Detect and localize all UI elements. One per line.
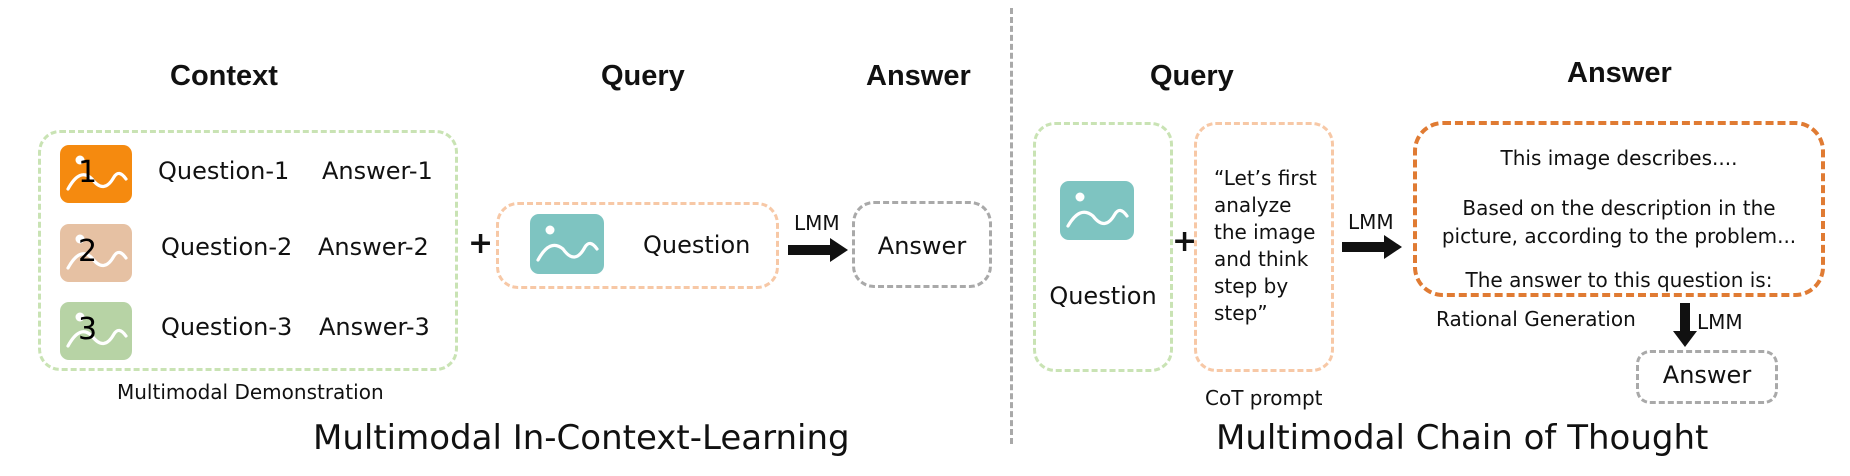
query-image xyxy=(530,214,604,274)
cot-query-header: Query xyxy=(1150,60,1234,92)
image-icon xyxy=(1066,192,1129,228)
image-icon xyxy=(66,234,128,270)
cot-question-label: Question xyxy=(1049,282,1157,310)
cot-title: Multimodal Chain of Thought xyxy=(1216,418,1709,458)
cot-question-box xyxy=(1033,122,1173,372)
plus-sign: + xyxy=(468,226,494,261)
cot-answer-header: Answer xyxy=(1567,57,1672,89)
cot-lmm-label: LMM xyxy=(1348,210,1394,234)
image-icon xyxy=(66,312,128,348)
rationale-line: The answer to this question is: xyxy=(1465,268,1773,292)
answer-header: Answer xyxy=(866,60,971,92)
down-arrow-icon xyxy=(1673,303,1697,347)
demo-question-2: Question-2 xyxy=(161,233,293,261)
cot-plus-sign: + xyxy=(1172,224,1198,259)
demo-number-1: 1 xyxy=(78,155,98,190)
cot-prompt-line: and think xyxy=(1214,247,1309,271)
right-arrow-icon xyxy=(1342,235,1402,259)
answer-box xyxy=(852,201,992,288)
cot-prompt-line: analyze xyxy=(1214,193,1292,217)
query-header: Query xyxy=(601,60,685,92)
demo-caption: Multimodal Demonstration xyxy=(117,380,384,404)
query-box xyxy=(496,202,779,289)
rationale-box xyxy=(1413,121,1825,297)
cot-prompt-line: step by xyxy=(1214,274,1289,298)
demo-image-1: 1 xyxy=(60,145,132,203)
cot-question-image xyxy=(1060,181,1134,240)
rationale-line: This image describes.... xyxy=(1500,146,1738,170)
image-icon xyxy=(66,155,128,191)
down-lmm-label: LMM xyxy=(1697,310,1743,334)
cot-prompt-line: “Let’s first xyxy=(1214,166,1317,190)
query-question: Question xyxy=(643,231,751,259)
demo-answer-1: Answer-1 xyxy=(322,157,433,185)
cot-answer-text: Answer xyxy=(1662,361,1752,389)
cot-prompt-caption: CoT prompt xyxy=(1205,386,1323,410)
demo-image-3: 3 xyxy=(60,302,132,360)
icl-title: Multimodal In-Context-Learning xyxy=(313,418,850,458)
demo-question-3: Question-3 xyxy=(161,313,293,341)
demo-number-2: 2 xyxy=(78,234,98,269)
right-arrow-icon xyxy=(788,238,848,262)
rationale-caption: Rational Generation xyxy=(1436,307,1636,331)
rationale-text: This image describes.... Based on the de… xyxy=(1413,144,1825,294)
demo-question-1: Question-1 xyxy=(158,157,290,185)
demo-answer-3: Answer-3 xyxy=(319,313,430,341)
rationale-line: Based on the description in the xyxy=(1462,196,1776,220)
cot-answer-box xyxy=(1636,350,1778,404)
section-divider xyxy=(1010,8,1013,444)
rationale-line: picture, according to the problem... xyxy=(1441,224,1797,248)
demo-number-3: 3 xyxy=(78,312,98,347)
cot-prompt-line: step” xyxy=(1214,301,1268,325)
context-header: Context xyxy=(170,60,278,92)
lmm-label: LMM xyxy=(794,211,840,235)
cot-prompt-line: the image xyxy=(1214,220,1316,244)
context-box xyxy=(38,130,458,371)
demo-answer-2: Answer-2 xyxy=(318,233,429,261)
cot-prompt-box xyxy=(1194,122,1334,372)
cot-prompt-text: “Let’s first analyze the image and think… xyxy=(1214,165,1317,327)
answer-text: Answer xyxy=(877,232,967,260)
image-icon xyxy=(536,225,599,262)
demo-image-2: 2 xyxy=(60,224,132,282)
